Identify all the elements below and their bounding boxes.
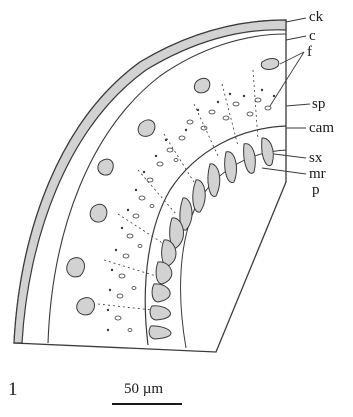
label-sx: sx [309, 151, 322, 166]
leader-c [286, 36, 306, 40]
label-ck: ck [309, 10, 323, 25]
label-p: p [312, 183, 320, 198]
label-sp: sp [312, 97, 325, 112]
label-f: f [307, 45, 312, 60]
leader-ck [286, 18, 306, 22]
label-c: c [309, 29, 316, 44]
label-mr: mr [309, 167, 326, 182]
label-cam: cam [309, 121, 334, 136]
leader-sp [286, 104, 310, 106]
figure-number: 1 [8, 380, 18, 399]
scale-bar-label: 50 µm [124, 382, 163, 397]
